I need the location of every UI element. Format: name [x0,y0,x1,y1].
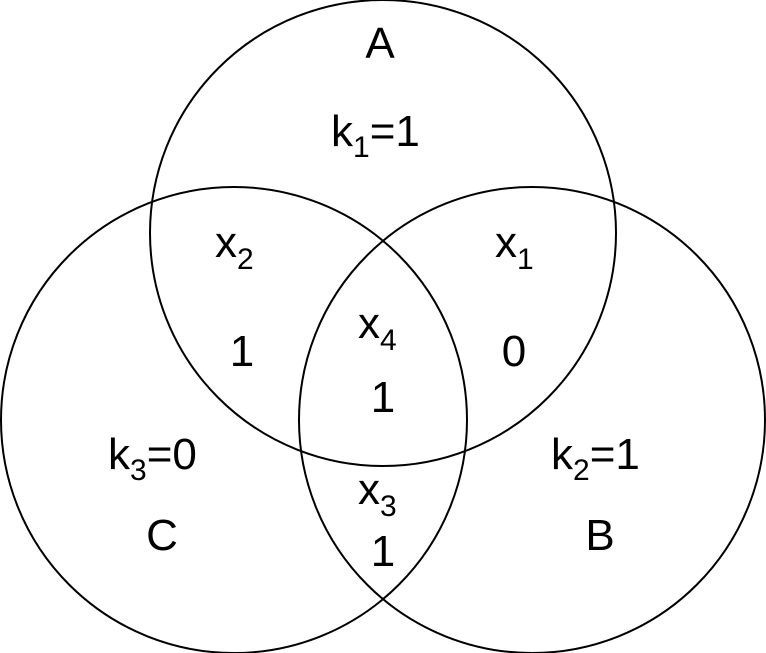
set-b-k-subscript: 2 [573,454,590,487]
circle-b [298,186,766,653]
region-x3-var: x [358,465,380,514]
set-b-k-value: =1 [590,430,640,479]
region-x1-value: 0 [502,327,526,376]
region-x3-variable: x3 [358,465,397,523]
region-x1-variable: x1 [495,218,534,276]
region-x4-value: 1 [371,373,395,422]
region-x4-variable: x4 [358,299,397,357]
set-b-constraint: k2=1 [551,430,640,487]
set-b-label: B [585,511,614,560]
region-x2-value: 1 [230,327,254,376]
set-c-k-value: =0 [147,430,197,479]
set-a-label: A [365,19,395,68]
set-a-k: k [331,107,354,156]
region-x1-var: x [495,218,517,267]
set-a-k-subscript: 1 [353,131,370,164]
set-c-label: C [146,511,178,560]
region-x3-subscript: 3 [380,490,397,523]
set-b-k: k [551,430,574,479]
region-x2-subscript: 2 [237,243,254,276]
region-x2-var: x [215,218,237,267]
region-x4-var: x [358,299,380,348]
set-a-constraint: k1=1 [331,107,420,164]
set-c-k-subscript: 3 [130,454,147,487]
region-x1-subscript: 1 [517,243,534,276]
region-x3-value: 1 [371,527,395,576]
region-x2-variable: x2 [215,218,254,276]
set-c-constraint: k3=0 [108,430,197,487]
set-a-k-value: =1 [370,107,420,156]
region-x4-subscript: 4 [380,324,397,357]
set-c-k: k [108,430,131,479]
circle-a [149,0,617,467]
circle-c [0,186,468,653]
